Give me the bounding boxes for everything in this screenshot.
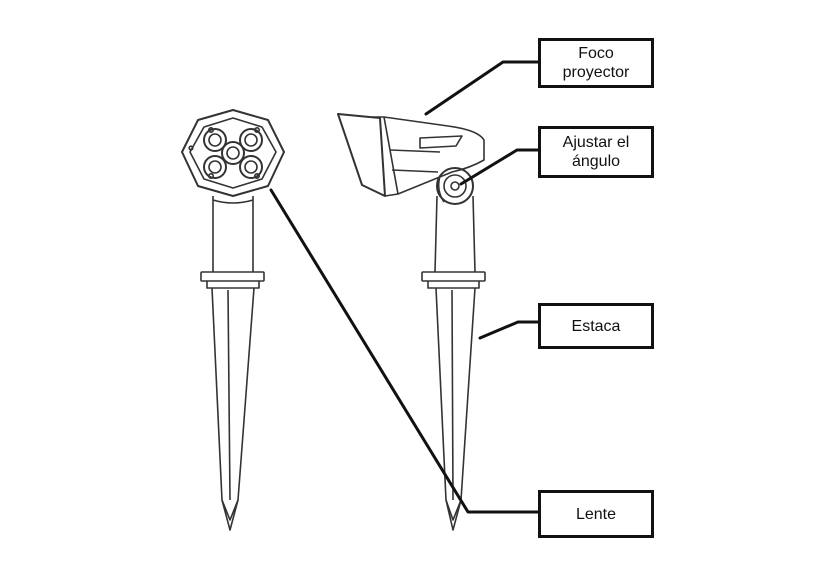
leader-line-foco xyxy=(424,60,540,116)
label-estaca: Estaca xyxy=(538,303,654,349)
front-hex-head xyxy=(181,109,285,197)
label-lente: Lente xyxy=(538,490,654,538)
label-ajustar-text: Ajustar el ángulo xyxy=(562,134,630,170)
leader-line-ajustar xyxy=(459,148,540,186)
pivot-knob xyxy=(436,167,474,205)
label-estaca-text: Estaca xyxy=(571,317,621,335)
front-stake xyxy=(211,287,255,531)
label-foco-text: Foco proyector xyxy=(562,45,630,81)
side-view-lamp xyxy=(337,113,486,531)
label-ajustar-angulo: Ajustar el ángulo xyxy=(538,126,654,178)
side-stake xyxy=(435,287,476,531)
label-foco-proyector: Foco proyector xyxy=(538,38,654,88)
leader-line-lente xyxy=(269,188,540,514)
label-lente-text: Lente xyxy=(575,505,617,523)
projector-head xyxy=(337,113,485,197)
lens-cluster xyxy=(203,128,263,179)
front-view-lamp xyxy=(181,109,285,531)
leader-line-estaca xyxy=(478,320,540,340)
